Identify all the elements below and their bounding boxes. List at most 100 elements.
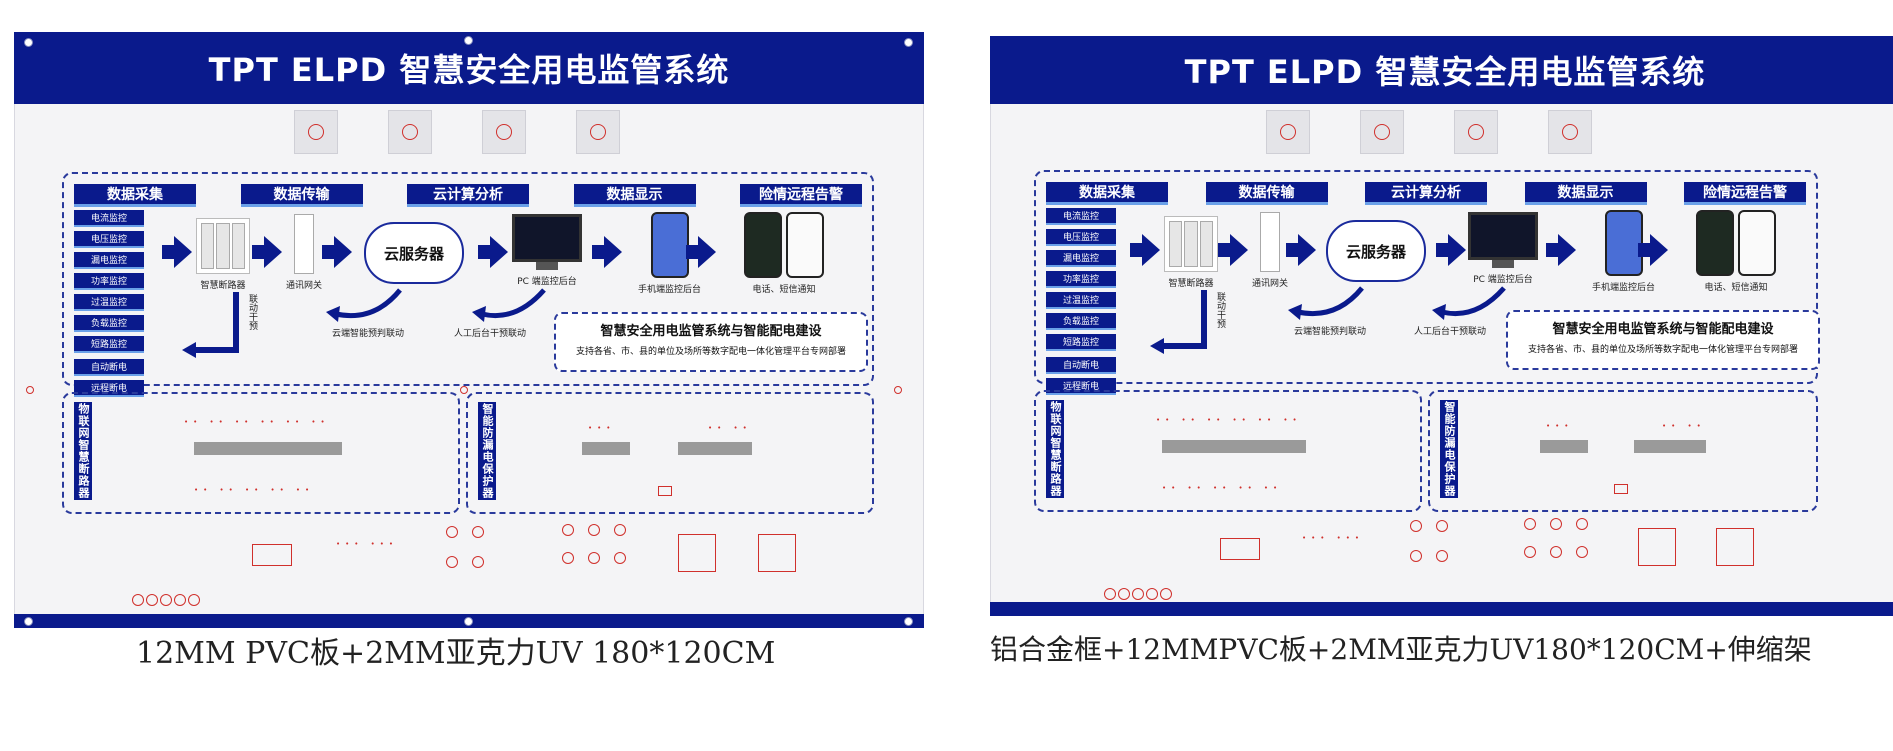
marker-dots: •• •• •• •• •• ••: [1156, 416, 1302, 424]
stage-label: 数据传输: [240, 184, 363, 207]
indicator-lights: [294, 110, 620, 154]
section-tag: 物联网智慧断路器: [1046, 400, 1064, 498]
din-rail: [678, 442, 752, 455]
marker-circle: [174, 594, 186, 606]
marker-circle: [1146, 588, 1158, 600]
screw: [904, 617, 913, 626]
breaker-icon: [196, 218, 250, 274]
parameter-list: 电流监控 电压监控 漏电监控 功率监控 过温监控 负载监控 短路监控 自动断电 …: [1046, 208, 1116, 399]
marker-dots: •••: [1546, 422, 1574, 430]
stage-label: 云计算分析: [407, 184, 529, 207]
device-alert: 电话、短信通知: [744, 212, 824, 295]
parameter-item: 负载监控: [74, 315, 144, 332]
cutout-marker: [1716, 528, 1754, 566]
device-label: 智慧断路器: [1168, 279, 1214, 289]
marker-circle: [1576, 546, 1588, 558]
marker-circle: [472, 526, 484, 538]
section-iot-breaker: 物联网智慧断路器 •• •• •• •• •• •• •• •• •• •• •…: [1034, 390, 1422, 512]
marker-circle: [1550, 518, 1562, 530]
cutout-marker: [252, 544, 292, 566]
marker-dots: •• •• •• •• ••: [1162, 484, 1283, 492]
marker-circle: [1160, 588, 1172, 600]
section-protector: 智能防漏电保护器 ••• •• ••: [466, 392, 874, 514]
phone-icon: [1696, 210, 1734, 276]
marker-circle: [562, 524, 574, 536]
din-rail: [1634, 440, 1706, 453]
flow-arrow-icon: [252, 236, 282, 268]
din-rail: [1162, 440, 1306, 453]
indicator-light: [1266, 110, 1310, 154]
phone-icon: [786, 212, 824, 278]
marker-circle: [562, 552, 574, 564]
screw: [904, 38, 913, 47]
info-title: 智慧安全用电监管系统与智能配电建设: [1552, 322, 1774, 337]
stage-label: 数据采集: [74, 184, 196, 207]
phone-icon: [650, 212, 689, 278]
parameter-item: 电流监控: [1046, 208, 1116, 225]
indicator-light: [294, 110, 338, 154]
device-label: PC 端监控后台: [1473, 275, 1533, 285]
marker-dots: •• ••: [708, 424, 752, 432]
flow-arrow-icon: [1286, 234, 1316, 266]
marker-dots: •• •• •• •• ••: [194, 486, 315, 494]
parameter-item: 漏电监控: [1046, 250, 1116, 267]
device-gateway: 通讯网关: [1252, 212, 1288, 289]
marker-circle: [614, 552, 626, 564]
gateway-icon: [294, 214, 314, 274]
flow-arrow-icon: [592, 236, 622, 268]
marker-dots: ••• •••: [336, 540, 398, 548]
monitor-icon: [1468, 212, 1538, 260]
parameter-item: 短路监控: [1046, 334, 1116, 351]
flow-arrow-icon: [1546, 234, 1576, 266]
din-rail: [1540, 440, 1588, 453]
stage-label: 数据传输: [1205, 182, 1328, 205]
marker-circle: [588, 552, 600, 564]
stage-label: 数据显示: [1524, 182, 1647, 205]
cutout-marker: [1614, 484, 1628, 494]
device-cloud: 云服务器: [1326, 220, 1426, 282]
cutout-marker: [758, 534, 796, 572]
component-row: ••• •••: [14, 522, 924, 617]
device-label: 手机端监控后台: [1592, 283, 1656, 293]
flow-arrow-icon: [1130, 234, 1160, 266]
cloud-label: 云服务器: [383, 244, 444, 263]
parameter-item: 负载监控: [1046, 313, 1116, 330]
cutout-marker: [678, 534, 716, 572]
marker-circle: [146, 594, 158, 606]
indicator-light: [1360, 110, 1404, 154]
parameter-item: 功率监控: [74, 273, 144, 290]
flow-arrow-icon: [1638, 234, 1668, 266]
indicator-light: [388, 110, 432, 154]
component-row: ••• •••: [990, 516, 1893, 611]
phone-icon: [1604, 210, 1643, 276]
marker-circle: [1410, 550, 1422, 562]
flow-arrow-icon: [322, 236, 352, 268]
system-flow-diagram: 数据采集 数据传输 云计算分析 数据显示 险情远程告警 电流监控 电压监控 漏电…: [62, 172, 874, 397]
indicator-light: [576, 110, 620, 154]
marker-circle: [446, 526, 458, 538]
parameter-item: 过温监控: [74, 294, 144, 311]
info-subtitle: 支持各省、市、县的单位及场所等数字配电一体化管理平台专网部署: [575, 347, 846, 357]
device-breaker: 智慧断路器: [196, 218, 250, 291]
device-alert: 电话、短信通知: [1696, 210, 1776, 293]
board-caption: 12MM PVC板+2MM亚克力UV 180*120CM: [136, 636, 776, 671]
parameter-item: 电流监控: [74, 210, 144, 227]
device-mobile: 手机端监控后台: [1592, 210, 1655, 293]
parameter-item: 电压监控: [1046, 229, 1116, 246]
stage-label: 险情远程告警: [1684, 182, 1806, 205]
mount-hole: [460, 386, 468, 394]
breaker-icon: [1164, 216, 1218, 272]
device-label: PC 端监控后台: [517, 277, 577, 287]
screw: [464, 36, 473, 45]
display-board-left: TPT ELPD 智慧安全用电监管系统 数据采集 数据传输 云计算分析 数据显示…: [14, 0, 924, 671]
device-label: 通讯网关: [286, 281, 323, 291]
cutout-marker: [1638, 528, 1676, 566]
stage-bar: 数据采集 数据传输 云计算分析 数据显示 险情远程告警: [74, 184, 862, 207]
mount-hole: [894, 386, 902, 394]
marker-circle: [1436, 550, 1448, 562]
system-flow-diagram: 数据采集 数据传输 云计算分析 数据显示 险情远程告警 电流监控 电压监控 漏电…: [1034, 170, 1820, 395]
stage-label: 云计算分析: [1365, 182, 1487, 205]
screw: [24, 38, 33, 47]
marker-dots: •• •• •• •• •• ••: [184, 418, 330, 426]
indicator-light: [1548, 110, 1592, 154]
